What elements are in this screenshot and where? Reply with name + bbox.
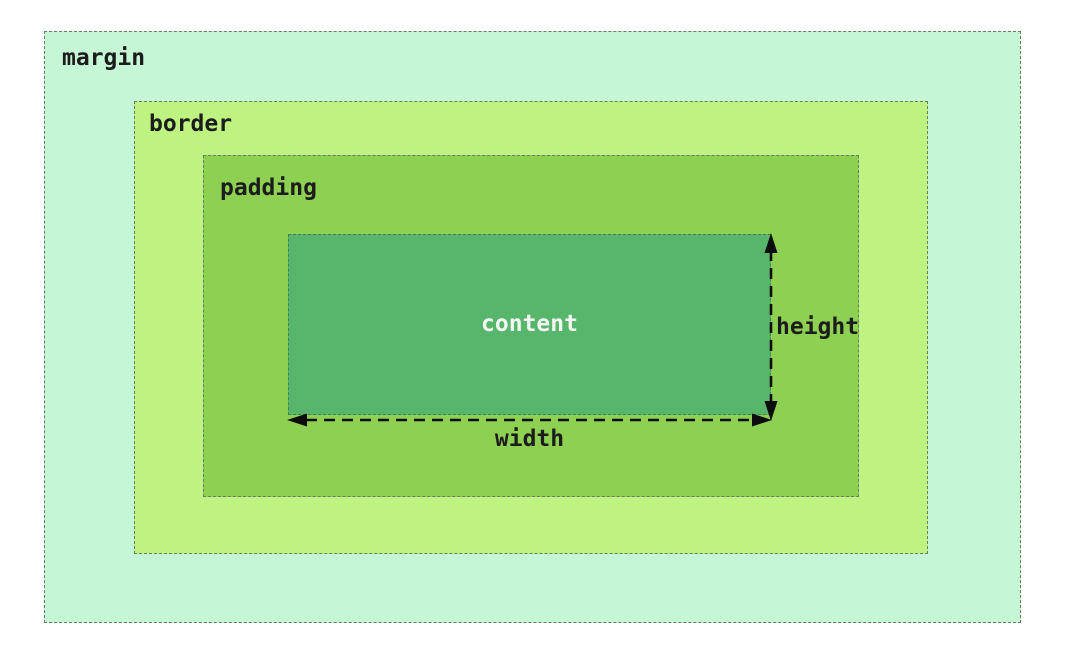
padding-label: padding: [220, 175, 317, 201]
width-label: width: [494, 426, 565, 452]
content-label: content: [481, 311, 578, 337]
border-box: border padding content: [134, 101, 928, 554]
margin-box: margin border padding content: [44, 31, 1021, 623]
margin-label: margin: [62, 45, 146, 71]
content-box: content: [288, 234, 771, 415]
border-label: border: [149, 111, 233, 137]
height-label: height: [776, 314, 860, 340]
padding-box: padding content: [203, 155, 859, 497]
